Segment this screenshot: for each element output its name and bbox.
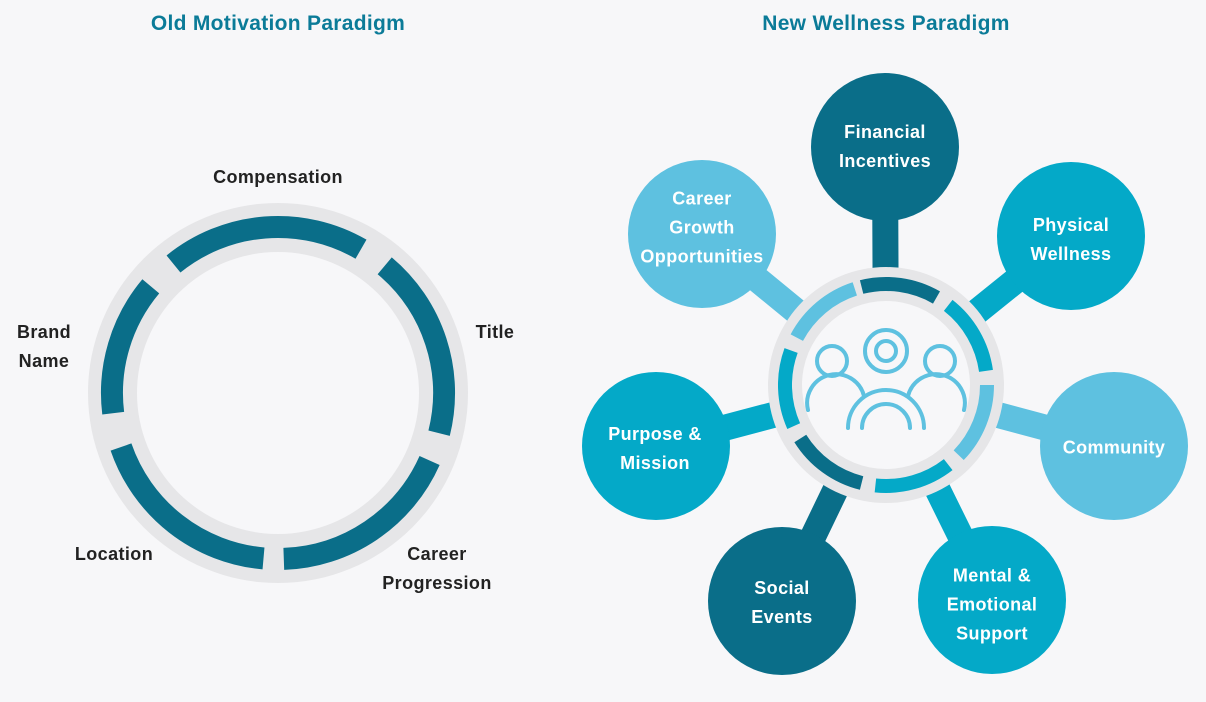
label-location: Location bbox=[74, 544, 154, 564]
ring-segment-career-progression bbox=[283, 455, 440, 570]
new-paradigm-hub bbox=[582, 73, 1188, 675]
node-physical bbox=[997, 162, 1145, 310]
node-community bbox=[1040, 372, 1188, 520]
people-group-icon bbox=[805, 328, 967, 430]
hub-segment-financial bbox=[859, 277, 940, 304]
node-label-purpose-mission: Purpose &Mission bbox=[608, 424, 702, 473]
hub-segment-physical bbox=[943, 299, 993, 373]
label-brand-name: Brand Name bbox=[16, 322, 71, 371]
hub-inner-circle bbox=[802, 301, 970, 469]
old-paradigm-title: Old Motivation Paradigm bbox=[150, 12, 406, 35]
hub-segment-career bbox=[790, 282, 858, 342]
node-label-community: Community bbox=[1062, 437, 1166, 458]
old-paradigm-ring bbox=[88, 203, 468, 583]
new-paradigm-title: New Wellness Paradigm bbox=[762, 12, 1010, 35]
node-financial bbox=[811, 73, 959, 221]
hub-segments bbox=[778, 277, 995, 493]
hub-segment-purpose bbox=[778, 348, 801, 429]
ring-segment-title bbox=[377, 257, 456, 436]
old-ring-inner bbox=[137, 252, 419, 534]
hub-segment-social bbox=[794, 434, 864, 490]
label-title: Title bbox=[475, 322, 515, 342]
label-career-progression: Career Progression bbox=[382, 544, 492, 593]
ring-segment-brand-name bbox=[100, 279, 160, 415]
ring-segment-location bbox=[110, 443, 265, 570]
wellness-nodes bbox=[582, 73, 1188, 675]
label-compensation: Compensation bbox=[213, 167, 343, 187]
hub-segment-mental bbox=[874, 458, 953, 493]
ring-segment-compensation bbox=[166, 215, 367, 273]
node-career bbox=[628, 160, 776, 308]
node-mental bbox=[918, 526, 1066, 674]
node-social bbox=[708, 527, 856, 675]
hub-segment-community bbox=[953, 384, 995, 461]
node-purpose bbox=[582, 372, 730, 520]
